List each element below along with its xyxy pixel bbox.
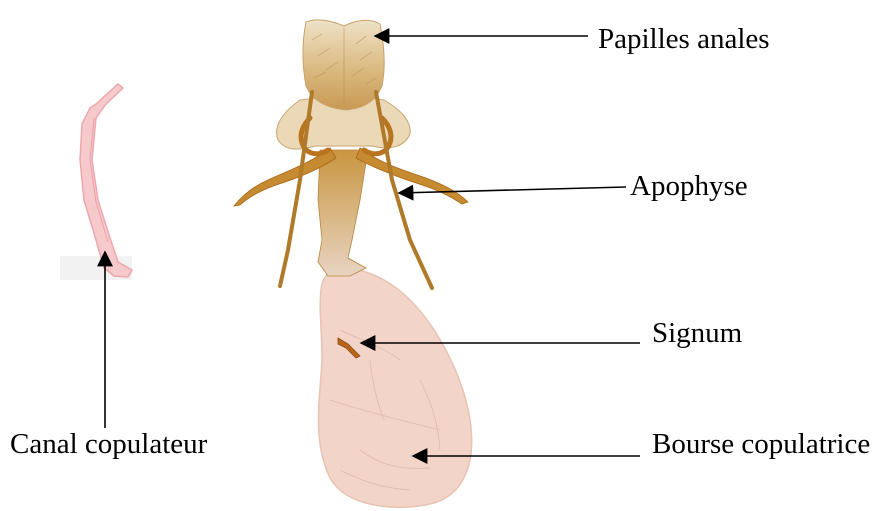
ductus-neck — [318, 150, 368, 276]
label-apophyse: Apophyse — [630, 170, 748, 202]
label-signum: Signum — [652, 317, 743, 349]
right-sclerite-arm — [356, 148, 468, 204]
canal-copulateur-illustration — [60, 84, 132, 280]
label-bourse-copulatrice: Bourse copulatrice — [652, 428, 870, 460]
canal-copulateur-shape — [80, 84, 132, 277]
label-papilles-anales: Papilles anales — [598, 23, 770, 55]
papilles-anales-shape — [303, 20, 384, 110]
label-canal-copulateur: Canal copulateur — [10, 428, 208, 460]
specimen-illustration — [234, 20, 472, 507]
bourse-copulatrice-shape — [319, 268, 472, 507]
